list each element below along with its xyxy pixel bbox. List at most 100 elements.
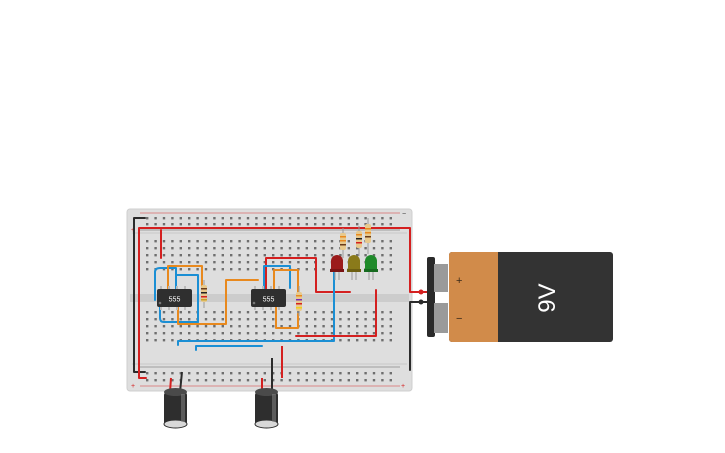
breadboard-hole: [263, 311, 266, 314]
breadboard-hole: [347, 254, 350, 257]
breadboard-hole: [280, 332, 283, 335]
breadboard-hole: [263, 318, 266, 321]
breadboard-hole: [347, 379, 350, 382]
breadboard-hole: [246, 247, 250, 250]
battery-plus-label: +: [456, 275, 462, 287]
breadboard-hole: [263, 379, 266, 382]
breadboard-hole: [238, 379, 241, 382]
breadboard-hole: [230, 268, 233, 271]
breadboard-hole: [196, 372, 199, 375]
resistors: [201, 218, 371, 316]
breadboard-hole: [347, 217, 350, 220]
breadboard-hole: [146, 379, 149, 382]
breadboard-hole: [356, 372, 359, 375]
breadboard-hole: [230, 325, 233, 328]
breadboard-hole: [356, 223, 359, 226]
breadboard-hole: [213, 318, 216, 321]
breadboard-hole: [347, 240, 350, 243]
breadboard-hole: [146, 240, 149, 243]
breadboard-hole: [339, 379, 342, 382]
breadboard-hole: [196, 379, 199, 382]
breadboard-hole: [171, 339, 174, 342]
breadboard-hole: [272, 254, 275, 257]
breadboard-hole: [389, 217, 392, 220]
wire-orange-chip1-top: [167, 265, 203, 291]
breadboard-hole: [288, 254, 292, 257]
breadboard-hole: [230, 372, 233, 375]
breadboard-hole: [162, 332, 166, 335]
breadboard-hole: [322, 254, 325, 257]
breadboard-hole: [347, 372, 350, 375]
breadboard-hole: [179, 223, 182, 226]
breadboard-hole: [381, 240, 384, 243]
breadboard-hole: [280, 217, 283, 220]
breadboard-hole: [372, 254, 376, 257]
breadboard-hole: [179, 318, 182, 321]
wire-blue-chip2-loop: [263, 265, 291, 291]
breadboard-hole: [381, 268, 384, 271]
breadboard-hole: [255, 268, 258, 271]
breadboard-hole: [347, 339, 350, 342]
breadboard-hole: [188, 217, 191, 220]
breadboard-hole: [339, 372, 342, 375]
breadboard-hole: [238, 217, 241, 220]
breadboard-hole: [213, 268, 216, 271]
breadboard-hole: [188, 311, 191, 314]
breadboard-hole: [263, 247, 266, 250]
breadboard-hole: [230, 261, 233, 264]
breadboard-hole: [221, 372, 224, 375]
breadboard-hole: [322, 372, 325, 375]
breadboard-hole: [389, 372, 392, 375]
breadboard-hole: [347, 332, 350, 335]
wire-blue-chip1-right: [175, 274, 199, 323]
breadboard-hole: [221, 379, 224, 382]
breadboard-hole: [146, 318, 149, 321]
breadboard-hole: [381, 247, 384, 250]
breadboard-hole: [356, 247, 359, 250]
breadboard-hole: [305, 318, 308, 321]
breadboard-hole: [381, 318, 384, 321]
breadboard-hole: [381, 339, 384, 342]
breadboard-hole: [314, 318, 317, 321]
wire-blue-bottom-long: [177, 269, 335, 346]
breadboard-hole: [230, 332, 233, 335]
breadboard-hole: [347, 325, 350, 328]
breadboard-hole: [204, 268, 208, 271]
breadboard-hole: [356, 325, 359, 328]
breadboard-hole: [196, 223, 199, 226]
breadboard-hole: [305, 372, 308, 375]
breadboard-hole: [347, 223, 350, 226]
breadboard-hole: [162, 261, 166, 264]
resistor-led-3: [365, 218, 371, 254]
rail-plus-label-bottom-right: +: [401, 383, 405, 390]
breadboard-hole: [162, 254, 166, 257]
breadboard-hole: [238, 254, 241, 257]
wire-blue-chip1-loop: [154, 267, 177, 301]
breadboard-hole: [255, 217, 258, 220]
breadboard-hole: [330, 332, 334, 335]
breadboard-hole: [246, 372, 250, 375]
breadboard-hole: [179, 268, 182, 271]
breadboard-hole: [154, 325, 157, 328]
breadboard-hole: [364, 217, 367, 220]
breadboard-hole: [314, 217, 317, 220]
timer-chip-2: 555: [251, 286, 286, 310]
breadboard-hole: [204, 261, 208, 264]
breadboard-hole: [179, 240, 182, 243]
breadboard-hole: [146, 325, 149, 328]
breadboard-hole: [255, 332, 258, 335]
breadboard-hole: [221, 261, 224, 264]
breadboard-hole: [162, 268, 166, 271]
breadboard-hole: [339, 217, 342, 220]
breadboard-hole: [263, 240, 266, 243]
breadboard-hole: [381, 217, 384, 220]
breadboard-hole: [171, 332, 174, 335]
breadboard-hole: [154, 318, 157, 321]
breadboard-hole: [356, 339, 359, 342]
breadboard-hole: [188, 254, 191, 257]
breadboard-hole: [255, 240, 258, 243]
breadboard-hole: [146, 311, 149, 314]
breadboard-hole: [246, 223, 250, 226]
breadboard-hole: [356, 217, 359, 220]
breadboard-hole: [372, 379, 376, 382]
